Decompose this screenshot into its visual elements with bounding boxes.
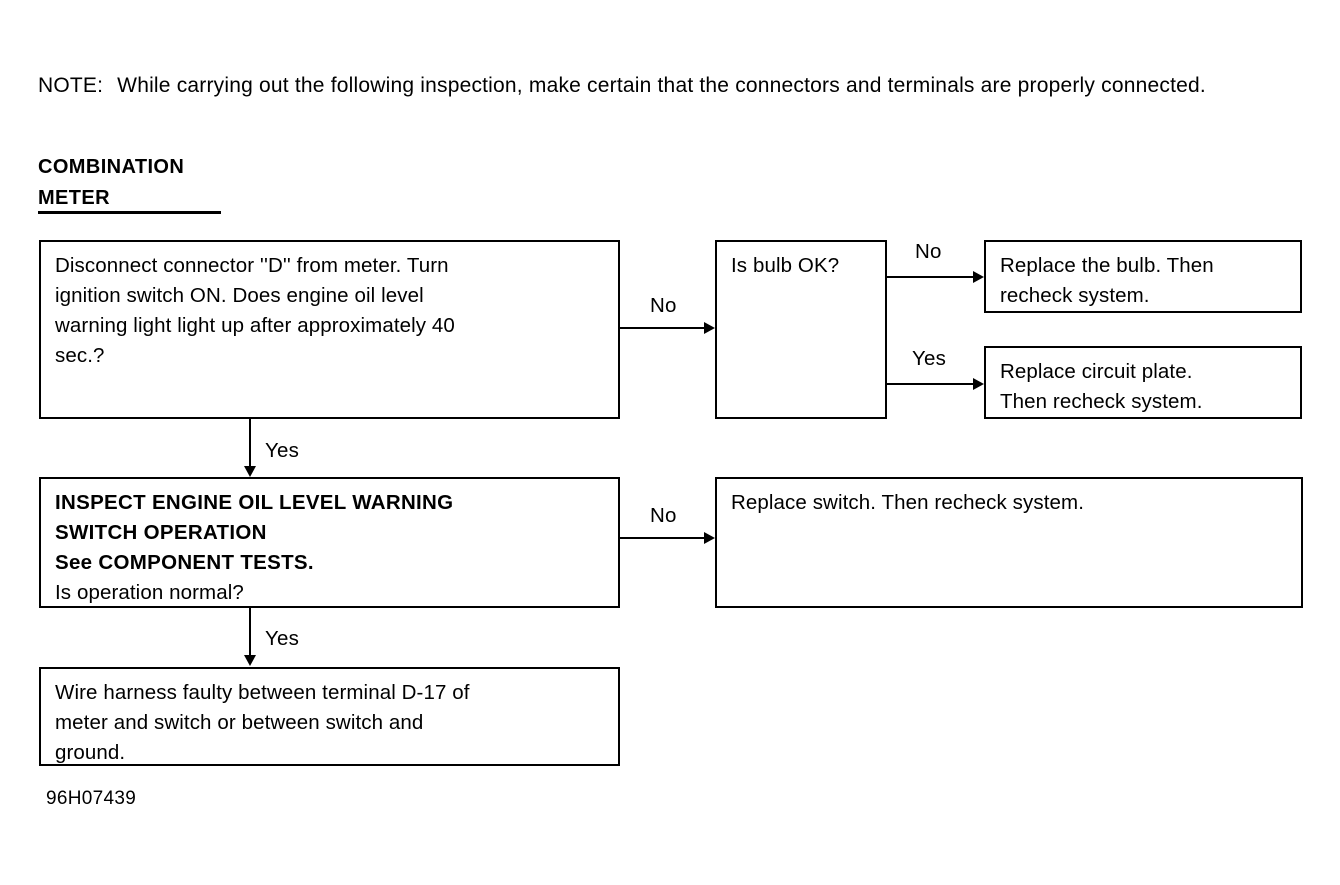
arrow-inspect-to-harness (244, 655, 256, 666)
flow-box-line: See COMPONENT TESTS. (55, 551, 314, 574)
flow-box-replace-bulb: Replace the bulb. Then recheck system. (984, 240, 1302, 313)
arrow-start-to-inspect (244, 466, 256, 477)
note-text: While carrying out the following inspect… (117, 74, 1206, 97)
connector-bulb-to-circuit-plate (887, 383, 973, 385)
flow-box-line: recheck system. (1000, 284, 1150, 307)
arrow-bulb-to-circuit-plate (973, 378, 984, 390)
section-title-underline (38, 211, 221, 214)
flow-box-line: Replace switch. Then recheck system. (731, 491, 1085, 514)
flow-box-wire-harness-faulty: Wire harness faulty between terminal D-1… (39, 667, 620, 766)
edge-label-start-to-inspect: Yes (265, 439, 300, 462)
edge-label-bulb-to-replace-bulb: No (915, 240, 942, 263)
flow-box-line: meter and switch or between switch and (55, 711, 424, 734)
flow-box-replace-switch: Replace switch. Then recheck system. (715, 477, 1303, 608)
flow-box-line: Is bulb OK? (731, 254, 840, 277)
connector-start-to-bulb (620, 327, 704, 329)
edge-label-bulb-to-circuit-plate: Yes (912, 347, 947, 370)
flow-box-line: Disconnect connector ''D'' from meter. T… (55, 254, 449, 277)
flow-box-line: Replace the bulb. Then (1000, 254, 1214, 277)
connector-bulb-to-replace-bulb (887, 276, 973, 278)
arrow-bulb-to-replace-bulb (973, 271, 984, 283)
flow-box-line: sec.? (55, 344, 105, 367)
note-paragraph: NOTE: While carrying out the following in… (38, 70, 1303, 102)
flow-box-start: Disconnect connector ''D'' from meter. T… (39, 240, 620, 419)
figure-id: 96H07439 (46, 788, 137, 809)
section-title-line2: METER (38, 187, 110, 209)
connector-inspect-to-replace-switch (620, 537, 704, 539)
flow-box-bulb-check: Is bulb OK? (715, 240, 887, 419)
edge-label-start-to-bulb: No (650, 294, 677, 317)
edge-label-inspect-to-harness: Yes (265, 627, 300, 650)
flow-box-line: warning light light up after approximate… (55, 314, 455, 337)
section-title-line1: COMBINATION (38, 156, 185, 178)
arrow-start-to-bulb (704, 322, 715, 334)
connector-start-to-inspect (249, 419, 251, 467)
flow-box-line: ignition switch ON. Does engine oil leve… (55, 284, 424, 307)
flow-box-line: SWITCH OPERATION (55, 521, 267, 544)
flow-box-line: INSPECT ENGINE OIL LEVEL WARNING (55, 491, 454, 514)
flow-box-line: Replace circuit plate. (1000, 360, 1193, 383)
connector-inspect-to-harness (249, 608, 251, 656)
flow-box-replace-circuit-plate: Replace circuit plate. Then recheck syst… (984, 346, 1302, 419)
arrow-inspect-to-replace-switch (704, 532, 715, 544)
flow-box-line: Wire harness faulty between terminal D-1… (55, 681, 470, 704)
flow-box-line: Is operation normal? (55, 581, 244, 604)
flow-box-line: ground. (55, 741, 126, 764)
flow-box-line: Then recheck system. (1000, 390, 1203, 413)
edge-label-inspect-to-replace-switch: No (650, 504, 677, 527)
flow-box-inspect-switch: INSPECT ENGINE OIL LEVEL WARNING SWITCH … (39, 477, 620, 608)
section-title: COMBINATION METER (38, 152, 184, 214)
note-label: NOTE: (38, 74, 104, 97)
